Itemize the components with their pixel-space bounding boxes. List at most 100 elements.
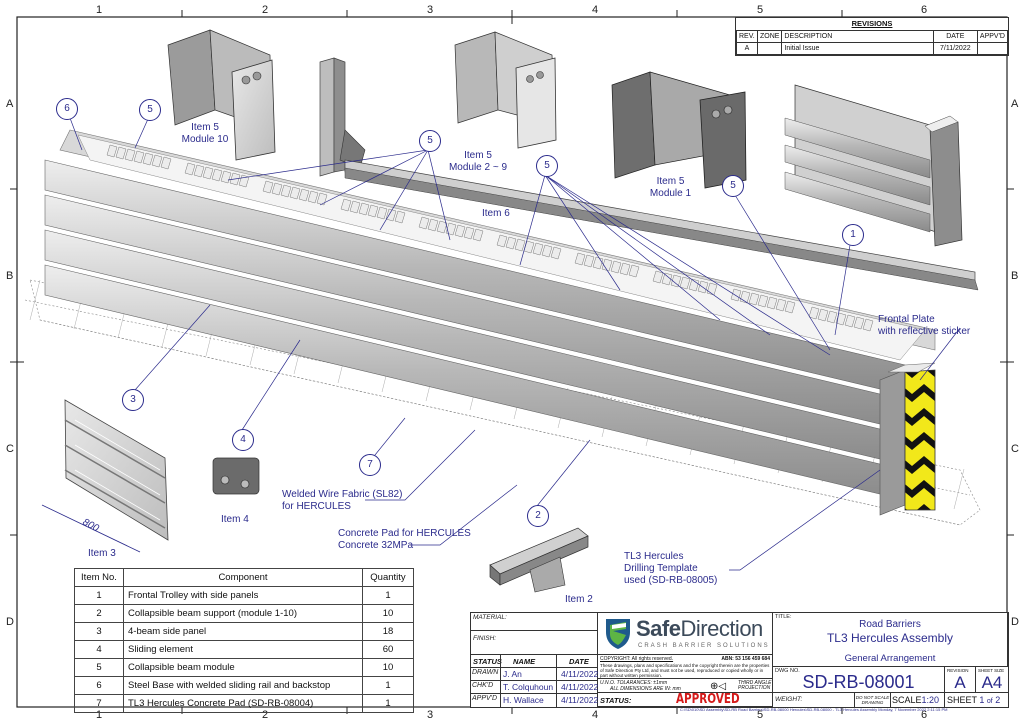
balloon-item-4: 4 — [232, 429, 254, 451]
module-slat — [844, 314, 856, 328]
module-slat — [115, 146, 127, 160]
zone-col-2-bottom: 2 — [262, 709, 269, 721]
revision-value: A — [954, 673, 966, 692]
module-slat — [160, 156, 172, 170]
label-line: for HERCULES — [282, 501, 351, 512]
module-slat — [748, 292, 760, 306]
item1-frontal-trolley — [784, 84, 963, 247]
reflective-sticker — [904, 369, 936, 511]
finish-cell: FINISH: — [471, 631, 598, 655]
name-header: NAME — [513, 657, 536, 666]
bom-component: TL3 Hercules Concrete Pad (SD-RB-08004) — [123, 694, 363, 713]
module-slat — [280, 184, 292, 198]
label-line: TL3 Hercules — [624, 551, 684, 562]
label-line: with reflective sticker — [878, 326, 971, 337]
dimension-units: ALL DIMENSIONS ARE IN: mm — [610, 686, 681, 692]
module-slat — [853, 316, 865, 330]
module-slat — [289, 186, 301, 200]
do-not-scale: DO NOT SCALE DRAWING — [855, 693, 891, 707]
sheet-size-value: A4 — [981, 673, 1003, 692]
bom-component: Frontal Trolley with side panels — [123, 586, 363, 605]
rev-value: A — [736, 42, 758, 55]
bom-quantity: 10 — [362, 658, 414, 677]
bom-component: Collapsible beam module — [123, 658, 363, 677]
module-slat — [349, 200, 361, 214]
module-slat — [193, 164, 205, 178]
item5-module10 — [167, 29, 276, 161]
bom-component: Collapsible beam support (module 1-10) — [123, 604, 363, 623]
revisions-header-row: REV. ZONE DESCRIPTION DATE APPV'D — [736, 30, 1009, 43]
module-slat — [808, 306, 820, 320]
rev-zone — [756, 42, 783, 55]
finish-label: FINISH: — [473, 635, 497, 642]
copyright-label: COPYRIGHT: All rights reserved. — [600, 656, 674, 662]
module-slat — [211, 168, 223, 182]
label-item2: Item 2 — [565, 594, 593, 605]
rev-col-appvd: APPV'D — [976, 30, 1009, 43]
bom-component: Sliding element — [123, 640, 363, 659]
module-slat — [133, 150, 145, 164]
sheet-label: SHEET — [947, 695, 977, 705]
revision-cell: REVISION A — [945, 667, 976, 693]
module-slat — [151, 154, 163, 168]
status-approved: APPROVED — [676, 692, 740, 707]
material-cell: MATERIAL: — [471, 613, 598, 631]
module-slat — [358, 202, 370, 216]
label-item6: Item 6 — [482, 208, 510, 219]
module-slat — [184, 162, 196, 176]
label-line: Frontal Plate — [878, 314, 935, 325]
module-slat — [766, 296, 778, 310]
company-name-bold: Safe — [636, 616, 681, 641]
tolerance: U.N.O. TOLARANCES: ±1mm — [600, 680, 668, 686]
zone-row-c-right: C — [1011, 443, 1019, 455]
revision-row: A Initial Issue 7/11/2022 — [736, 42, 1009, 55]
zone-row-c: C — [6, 443, 14, 455]
zone-row-b-right: B — [1011, 270, 1019, 282]
label-line: Item 5 — [656, 176, 685, 187]
abn: ABN: 53 156 459 684 — [721, 656, 770, 662]
label-line: Module 10 — [181, 134, 229, 145]
sheet-of: of — [986, 698, 993, 705]
module-slat — [730, 288, 742, 302]
signoff-name: H. Wallace — [503, 695, 544, 705]
label-line: Concrete 32MPa — [338, 540, 414, 551]
sheet-size-label: SHEET SIZE — [978, 668, 1005, 673]
module-slat — [652, 270, 664, 284]
label-item5-module10: Item 5 Module 10 — [180, 122, 230, 146]
bom-item-no: 2 — [74, 604, 124, 623]
divider — [556, 655, 557, 707]
item5-module1 — [611, 71, 747, 189]
bom-quantity: 18 — [362, 622, 414, 641]
module-slat — [619, 262, 631, 276]
balloon-item-2: 2 — [527, 505, 549, 527]
balloon-item-5: 5 — [722, 175, 744, 197]
label-line: Welded Wire Fabric (SL82) — [282, 489, 403, 500]
zone-col-5: 5 — [757, 4, 764, 16]
balloon-item-7: 7 — [359, 454, 381, 476]
copyright-text: These drawings, plans and specifications… — [600, 663, 770, 678]
title-line1: Road Barriers — [859, 619, 921, 630]
module-slat — [574, 252, 586, 266]
label-line: Concrete Pad for HERCULES — [338, 528, 471, 539]
item2-beam-support — [489, 527, 589, 593]
sheet-number: 1 — [979, 695, 985, 705]
zone-col-2: 2 — [262, 4, 269, 16]
module-slat — [436, 220, 448, 234]
label-item4: Item 4 — [221, 514, 249, 525]
zone-row-a: A — [6, 98, 14, 110]
scale-value: 1:20 — [921, 695, 940, 705]
item6-steel-base — [319, 57, 979, 291]
company-tagline: CRASH BARRIER SOLUTIONS — [638, 643, 770, 649]
bom-quantity: 1 — [362, 694, 414, 713]
balloon-item-3: 3 — [122, 389, 144, 411]
status-label: STATUS: — [600, 696, 632, 705]
module-slat — [496, 234, 508, 248]
balloon-item-5: 5 — [419, 130, 441, 152]
module-slat — [427, 218, 439, 232]
